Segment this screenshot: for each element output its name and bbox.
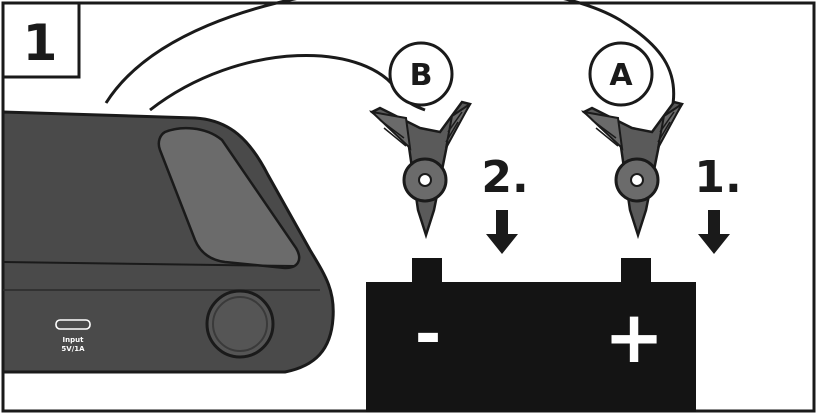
clamp-b <box>368 100 472 240</box>
negative-terminal <box>412 258 442 284</box>
cable-a <box>104 0 676 111</box>
step-2-label: 2. <box>481 152 528 203</box>
usb-port-icon <box>55 319 91 330</box>
positive-terminal <box>621 258 651 284</box>
panel-number: 1 <box>23 14 58 72</box>
down-arrow-icon <box>698 210 730 254</box>
positive-symbol: + <box>604 295 664 379</box>
clamp-b-label: B <box>410 58 433 93</box>
battery-body <box>366 282 696 412</box>
clamp-a-label: A <box>609 58 633 93</box>
clamp-b-badge <box>388 41 454 107</box>
jump-starter-device: Input 5V/1A <box>1 110 335 374</box>
down-arrow-icon <box>486 210 518 254</box>
clamp-a <box>580 100 684 240</box>
port-label-line1: Input <box>63 336 85 344</box>
negative-symbol: - <box>415 298 442 372</box>
battery: - + <box>366 258 696 412</box>
clamp-a-badge <box>588 41 654 107</box>
step-1-label: 1. <box>694 152 741 203</box>
power-button-icon <box>205 289 275 359</box>
panel-number-box <box>1 1 81 79</box>
power-button-ring <box>212 296 268 352</box>
device-seam <box>2 261 296 267</box>
port-label-line2: 5V/1A <box>61 345 85 353</box>
